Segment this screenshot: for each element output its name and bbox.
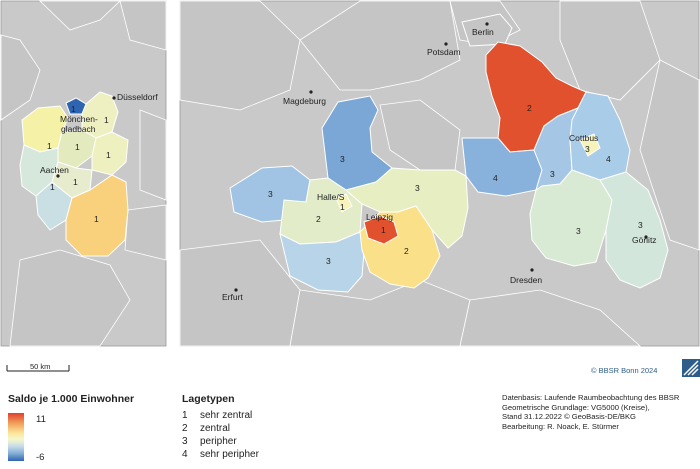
scale-label: 50 km xyxy=(30,362,51,371)
lagetyp-item-label: peripher xyxy=(200,436,237,447)
legend-title: Saldo je 1.000 Einwohner xyxy=(8,393,135,405)
source-line-4: Bearbeitung: R. Noack, E. Stürmer xyxy=(502,421,619,431)
lagetypen-list: 1 sehr zentral 2 zentral 3 peripher 4 se… xyxy=(182,409,259,461)
bbsr-logo-icon xyxy=(682,359,700,377)
lagetyp-item-label: sehr peripher xyxy=(200,449,259,460)
lagetyp-number: 1 xyxy=(47,141,52,151)
color-scale xyxy=(8,413,24,461)
region-halle-city xyxy=(335,193,353,213)
region-spree-neisse xyxy=(569,91,631,181)
map-panel-west: Düsseldorf Mönchen- gladbach Aachen 1 1 … xyxy=(0,0,167,347)
region-cottbus-city xyxy=(579,133,601,157)
lagetyp-item-label: zentral xyxy=(200,423,231,434)
lagetyp-number: 1 xyxy=(71,104,76,114)
city-label-goerlitz: Görlitz xyxy=(632,235,657,245)
lagetyp-number: 2 xyxy=(404,246,409,256)
lagetyp-item: 1 sehr zentral xyxy=(182,409,259,422)
lagetypen-title: Lagetypen xyxy=(182,393,235,405)
city-label-moenchengladbach-2: gladbach xyxy=(61,124,96,134)
city-label-erfurt: Erfurt xyxy=(222,292,243,302)
city-label-berlin: Berlin xyxy=(472,27,494,37)
region-leipzig-city xyxy=(363,215,399,245)
lagetyp-number: 1 xyxy=(50,182,55,192)
lagetyp-number: 3 xyxy=(638,220,643,230)
map-panel-east: Berlin Potsdam Magdeburg Cottbus Halle/S… xyxy=(179,0,700,347)
region-erftkreis xyxy=(91,131,129,176)
source-line-1: Datenbasis: Laufende Raumbeobachtung des… xyxy=(502,393,680,402)
lagetyp-item: 3 peripher xyxy=(182,435,259,448)
lagetyp-number: 1 xyxy=(106,150,111,160)
lagetyp-number: 1 xyxy=(340,202,345,212)
lagetyp-number: 2 xyxy=(316,214,321,224)
source-line-2: Geometrische Grundlage: VG5000 (Kreise), xyxy=(502,402,650,412)
scale-bar xyxy=(6,365,70,372)
lagetyp-number: 3 xyxy=(415,183,420,193)
legend-max-value: 11 xyxy=(36,414,46,425)
lagetyp-number: 4 xyxy=(606,154,611,164)
source-notes: Datenbasis: Laufende Raumbeobachtung des… xyxy=(502,393,700,431)
lagetyp-item-number: 1 xyxy=(182,410,188,421)
lagetyp-number: 3 xyxy=(340,154,345,164)
city-label-aachen: Aachen xyxy=(40,165,69,175)
lagetyp-number: 1 xyxy=(381,225,386,235)
legend-min-value: -6 xyxy=(36,452,45,463)
lagetyp-item: 2 zentral xyxy=(182,422,259,435)
lagetyp-number: 1 xyxy=(73,177,78,187)
region-burgenland xyxy=(279,231,365,293)
region-goerlitz xyxy=(599,171,669,289)
city-label-moenchengladbach-1: Mönchen- xyxy=(60,114,98,124)
lagetyp-number: 4 xyxy=(493,173,498,183)
city-label-cottbus: Cottbus xyxy=(569,133,598,143)
city-label-duesseldorf: Düsseldorf xyxy=(117,92,158,102)
lagetyp-number: 3 xyxy=(326,256,331,266)
source-line-3: Stand 31.12.2022 © GeoBasis-DE/BKG xyxy=(502,412,636,422)
city-label-magdeburg: Magdeburg xyxy=(283,96,326,106)
lagetyp-number: 1 xyxy=(94,214,99,224)
region-euskirchen xyxy=(65,174,129,257)
city-label-dresden: Dresden xyxy=(510,275,542,285)
map-area: Düsseldorf Mönchen- gladbach Aachen 1 1 … xyxy=(0,0,700,347)
lagetyp-number: 3 xyxy=(550,169,555,179)
lagetyp-number: 1 xyxy=(104,115,109,125)
city-label-halle: Halle/S xyxy=(317,192,345,202)
city-label-leipzig: Leipzig xyxy=(366,212,393,222)
lagetyp-number: 3 xyxy=(268,189,273,199)
lagetyp-number: 3 xyxy=(585,144,590,154)
lagetyp-number: 3 xyxy=(576,226,581,236)
copyright-text: © BBSR Bonn 2024 xyxy=(591,366,658,375)
lagetyp-item-label: sehr zentral xyxy=(200,410,253,421)
lagetyp-item-number: 2 xyxy=(182,423,188,434)
city-label-potsdam: Potsdam xyxy=(427,47,461,57)
lagetyp-item-number: 4 xyxy=(182,449,188,460)
lagetyp-number: 1 xyxy=(75,142,80,152)
lagetyp-item-number: 3 xyxy=(182,436,188,447)
lagetyp-number: 2 xyxy=(527,103,532,113)
lagetyp-item: 4 sehr peripher xyxy=(182,448,259,461)
